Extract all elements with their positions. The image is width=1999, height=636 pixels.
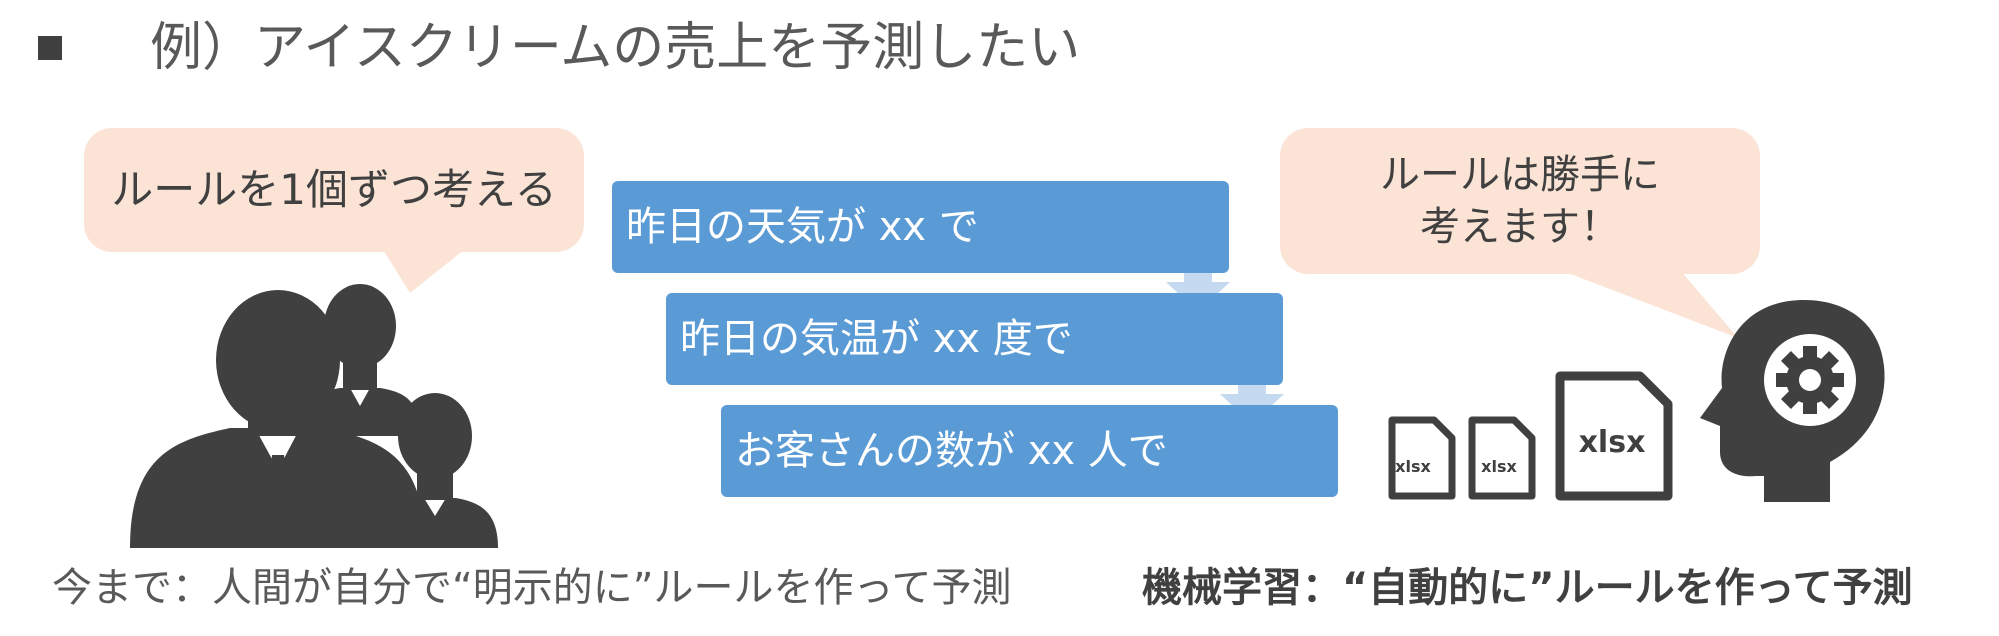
- file-label: xlsx: [1579, 425, 1646, 460]
- rule-step-3: お客さんの数が xx 人で: [721, 405, 1338, 497]
- right-speech-bubble: ルールは勝手に 考えます！: [1280, 128, 1760, 274]
- file-label: xlsx: [1481, 457, 1517, 476]
- person-small-top-icon: [300, 284, 420, 436]
- rule-step-1: 昨日の天気が xx で: [612, 181, 1229, 273]
- machine-learning-caption: 機械学習：“自動的に”ルールを作って予測: [1142, 565, 1913, 611]
- people-icon: [130, 284, 498, 548]
- file-icon: xlsx: [1388, 416, 1456, 500]
- ai-brain-gear-icon: [1700, 300, 1885, 502]
- file-label: xlsx: [1395, 457, 1431, 476]
- right-bubble-line-2: 考えます！: [1420, 204, 1620, 250]
- title-bullet: [38, 36, 62, 60]
- file-icon: xlsx: [1468, 416, 1536, 500]
- left-speech-bubble: ルールを1個ずつ考える: [84, 128, 584, 252]
- right-bubble-line-1: ルールは勝手に: [1380, 152, 1660, 198]
- person-large-icon: [130, 290, 425, 548]
- page-title: 例）アイスクリームの売上を予測したい: [150, 18, 1081, 78]
- right-bubble-tail: [1560, 270, 1738, 338]
- left-bubble-tail: [380, 245, 470, 293]
- person-small-bottom-icon: [372, 393, 498, 548]
- file-icon: xlsx: [1555, 371, 1673, 501]
- left-bubble-text: ルールを1個ずつ考える: [111, 165, 557, 214]
- rule-step-2: 昨日の気温が xx 度で: [666, 293, 1283, 385]
- manual-rule-caption: 今まで：人間が自分で“明示的に”ルールを作って予測: [52, 565, 1012, 611]
